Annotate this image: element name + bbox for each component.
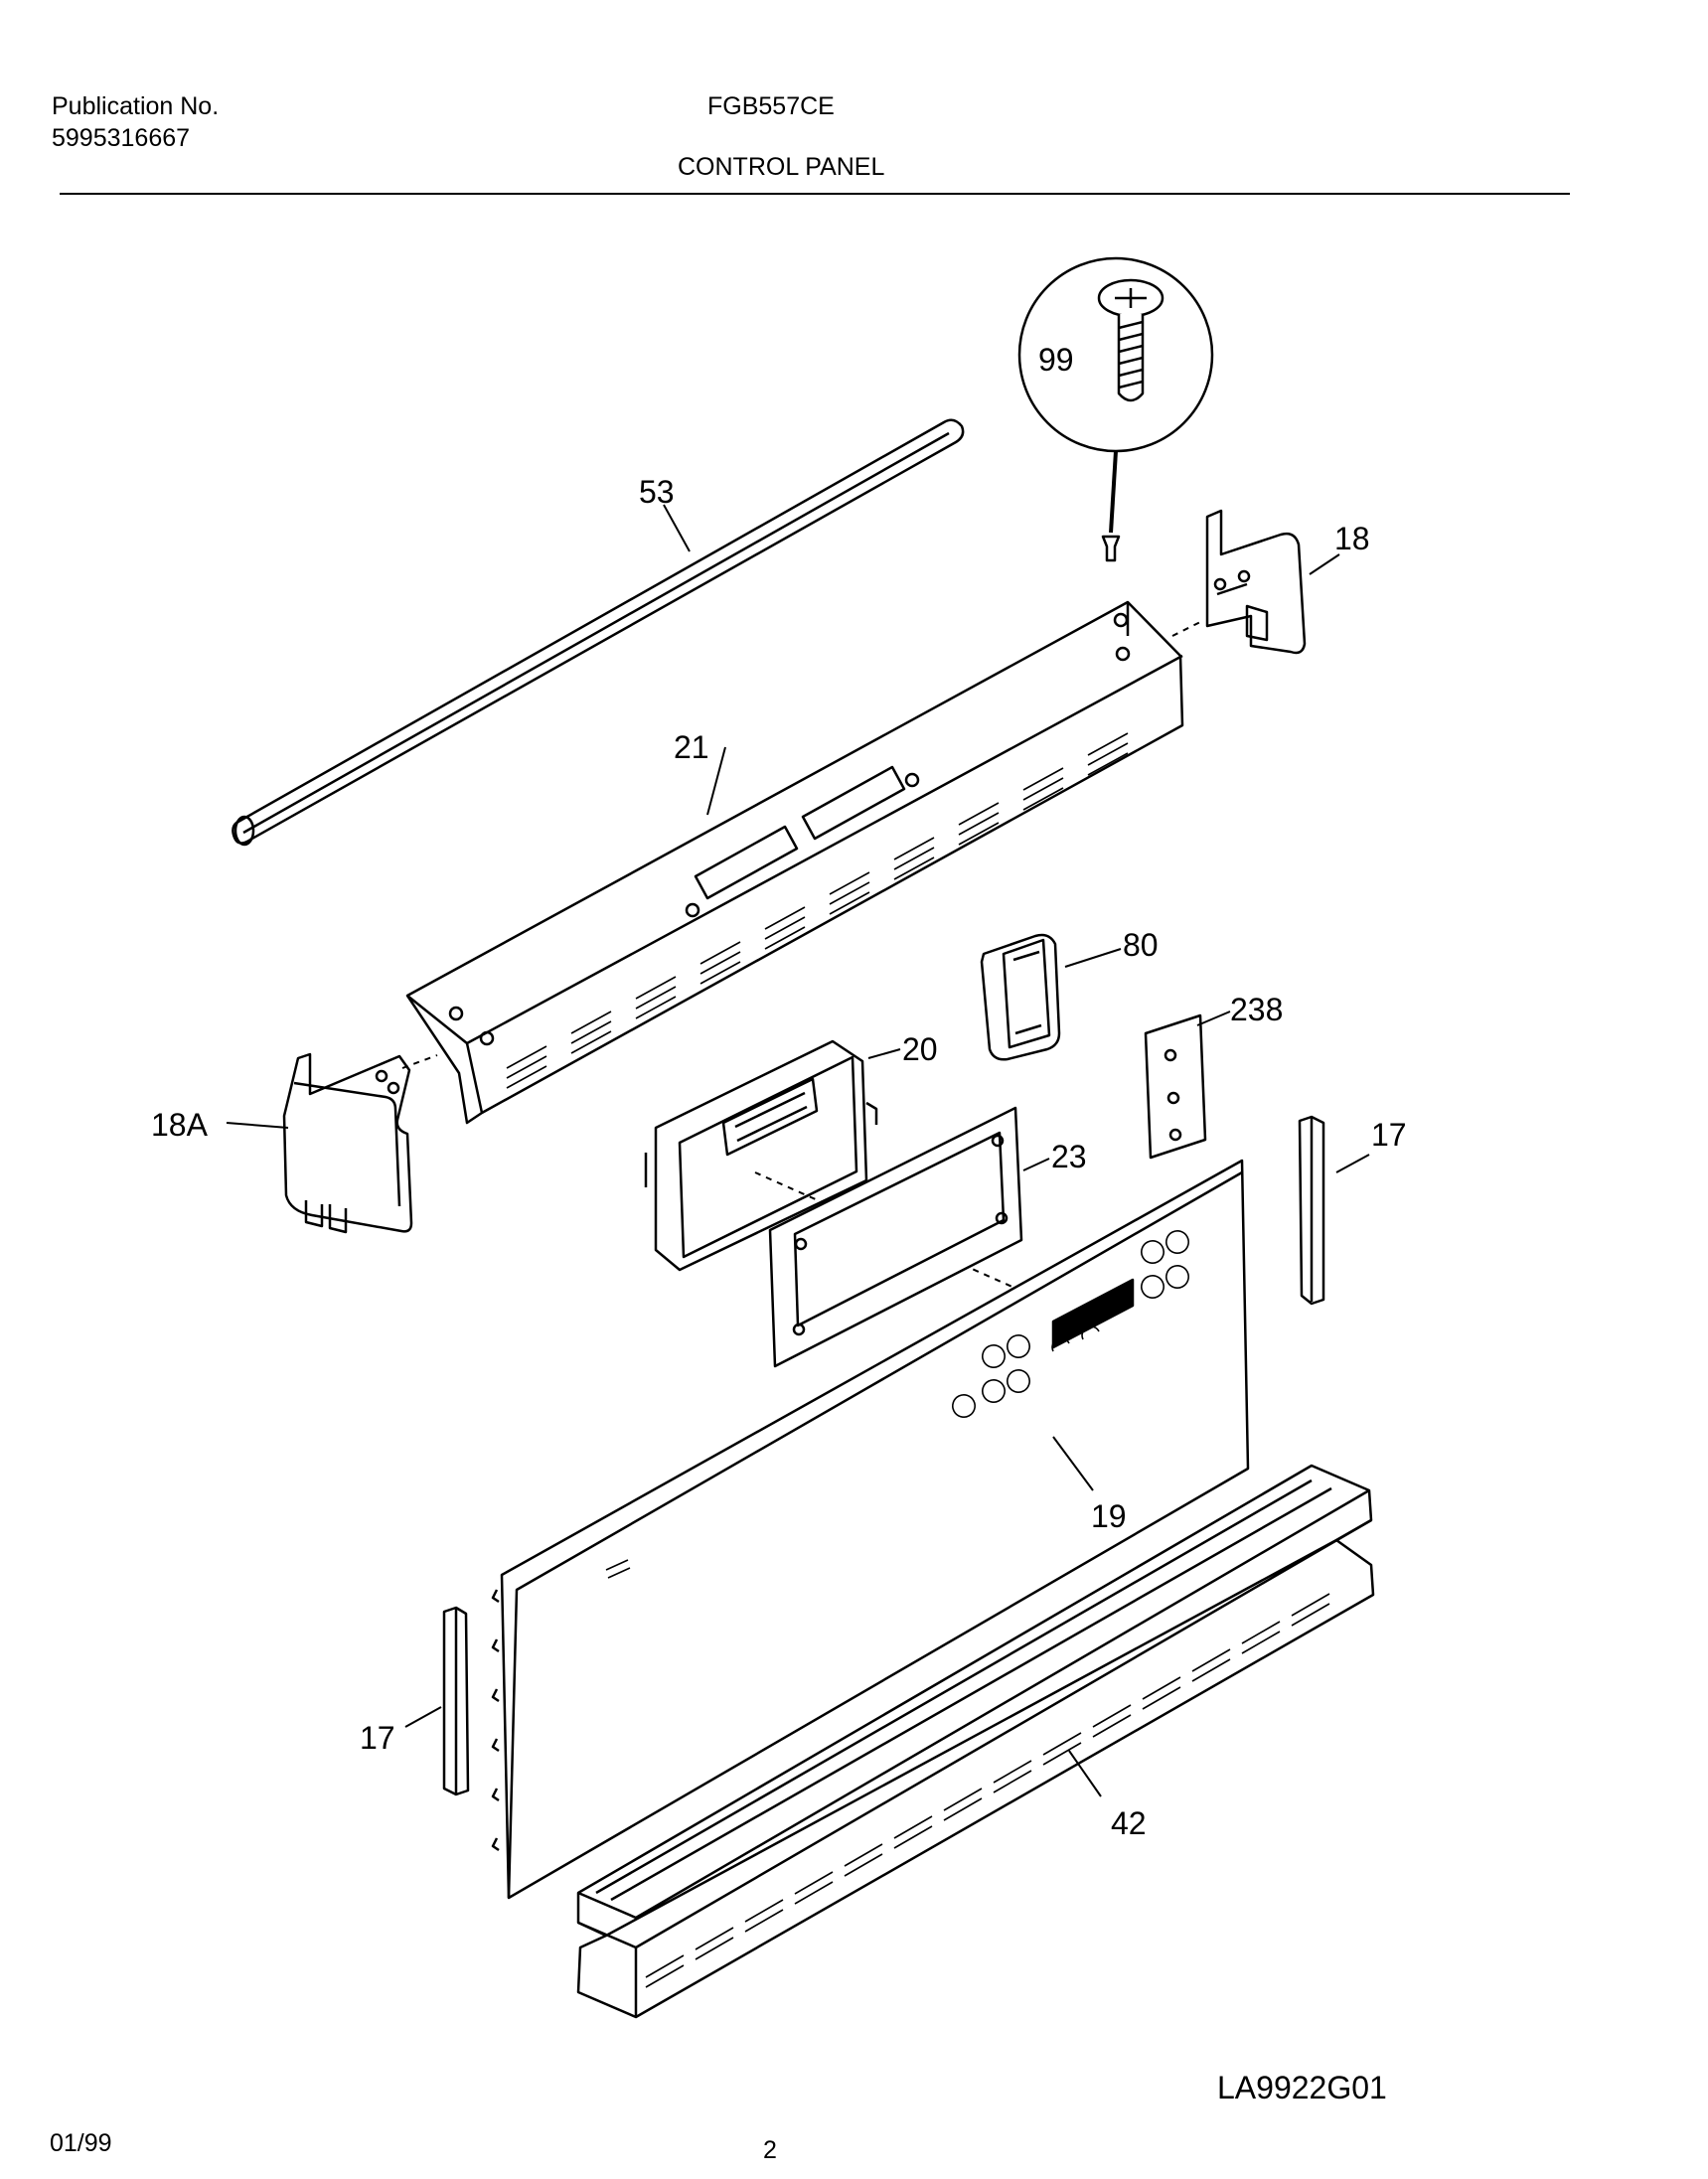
- drawing-id: LA9922G01: [1217, 2070, 1387, 2105]
- label-42: 42: [1111, 1805, 1147, 1841]
- model-number: FGB557CE: [707, 92, 835, 120]
- label-53: 53: [639, 474, 675, 510]
- publication-number: 5995316667: [52, 124, 191, 152]
- header-divider: [60, 193, 1570, 195]
- trim-rod-part: [232, 418, 965, 847]
- label-23: 23: [1051, 1139, 1087, 1174]
- right-end-bracket-part: [1205, 509, 1340, 655]
- label-238: 238: [1230, 992, 1283, 1027]
- label-18A: 18A: [151, 1107, 209, 1143]
- right-trim-strip-part: [1298, 1115, 1370, 1306]
- label-18: 18: [1334, 521, 1370, 556]
- label-21: 21: [674, 729, 709, 765]
- switch-block-part: [980, 933, 1122, 1061]
- label-20: 20: [902, 1031, 938, 1067]
- gasket-frame-part: [768, 1106, 1050, 1368]
- left-trim-strip-part: [404, 1606, 470, 1796]
- part-labels: 99 53 18 21 80 238 20 18A 23 17 19 17 42: [151, 342, 1407, 1841]
- label-17-right: 17: [1371, 1117, 1407, 1153]
- lower-vent-trim-part: [576, 1464, 1375, 2019]
- label-80: 80: [1123, 927, 1159, 963]
- label-17-left: 17: [360, 1720, 395, 1756]
- control-housing-part: [405, 600, 1203, 1125]
- mounting-plate-part: [1144, 1011, 1231, 1160]
- screw-detail-callout: [1017, 256, 1214, 562]
- label-19: 19: [1091, 1498, 1127, 1534]
- page-number: 2: [763, 2136, 777, 2164]
- revision-date: 01/99: [50, 2129, 112, 2157]
- publication-label: Publication No.: [52, 92, 220, 120]
- left-end-bracket-part: [226, 1052, 438, 1234]
- control-faceplate-part: [491, 1159, 1250, 1900]
- label-99: 99: [1038, 342, 1074, 378]
- section-title: CONTROL PANEL: [678, 153, 885, 181]
